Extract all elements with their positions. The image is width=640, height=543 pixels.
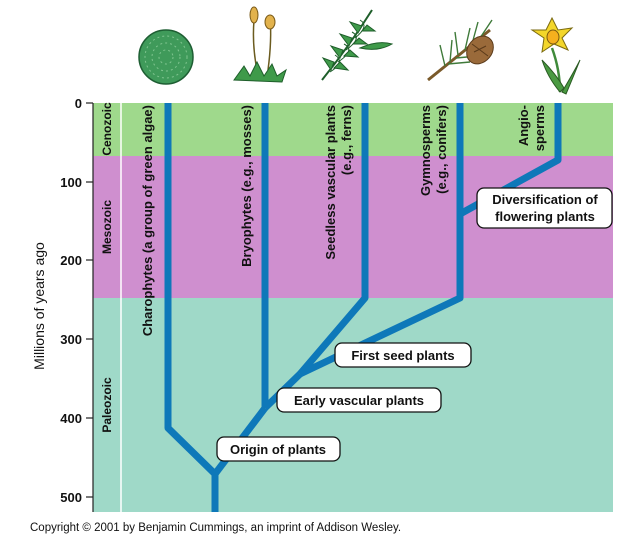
y-tick-label: 300 xyxy=(60,332,82,347)
lineage-label-charophytes: Charophytes (a group of green algae) xyxy=(140,105,155,336)
lineage-label-seedless-example: (e.g., ferns) xyxy=(339,105,354,175)
copyright-notice: Copyright © 2001 by Benjamin Cummings, a… xyxy=(30,522,402,534)
lineage-label-angiosperms-1: Angio- xyxy=(516,105,531,146)
y-tick-label: 200 xyxy=(60,253,82,268)
node-early-vascular-plants: Early vascular plants xyxy=(276,387,442,413)
lineage-label-gymnosperms: Gymnosperms xyxy=(418,105,433,196)
node-diversification-flowering-plants: Diversification of flowering plants xyxy=(476,187,613,229)
lineage-label-angiosperms-2: sperms xyxy=(532,105,547,151)
callout-text-line1: Diversification of xyxy=(492,192,598,207)
callout-text: Early vascular plants xyxy=(294,393,424,408)
callout-box xyxy=(334,342,472,368)
y-axis: 0 100 200 300 400 500 Millions of years … xyxy=(31,96,94,512)
lineage-label-gymnosperms-example: (e.g., conifers) xyxy=(434,105,449,194)
y-tick-label: 500 xyxy=(60,490,82,505)
daffodil-icon xyxy=(530,16,581,95)
lineage-label-bryophytes: Bryophytes (e.g., mosses) xyxy=(239,105,254,267)
callout-text: Origin of plants xyxy=(230,442,326,457)
y-tick-label: 100 xyxy=(60,175,82,190)
node-origin-of-plants: Origin of plants xyxy=(216,436,341,462)
seedless-vascular-branch xyxy=(297,103,369,377)
callout-box xyxy=(476,187,613,229)
y-axis-title: Millions of years ago xyxy=(31,242,47,370)
era-label-paleozoic: Paleozoic xyxy=(100,377,114,433)
era-label-mesozoic: Mesozoic xyxy=(100,200,114,254)
conifer-branch-icon xyxy=(427,19,494,82)
node-first-seed-plants: First seed plants xyxy=(334,342,472,368)
y-tick-label: 0 xyxy=(75,96,82,111)
y-tick-label: 400 xyxy=(60,411,82,426)
moss-icon xyxy=(233,6,287,83)
callout-text: First seed plants xyxy=(351,348,454,363)
callout-text-line2: flowering plants xyxy=(495,209,595,224)
cenozoic-band xyxy=(93,103,613,156)
lineage-label-seedless-vascular: Seedless vascular plants xyxy=(323,105,338,260)
fern-icon xyxy=(321,9,394,81)
callout-box xyxy=(216,436,341,462)
green-alga-icon xyxy=(138,29,194,85)
charophytes-branch xyxy=(164,103,218,477)
era-label-cenozoic: Cenozoic xyxy=(100,102,114,156)
callout-box xyxy=(276,387,442,413)
